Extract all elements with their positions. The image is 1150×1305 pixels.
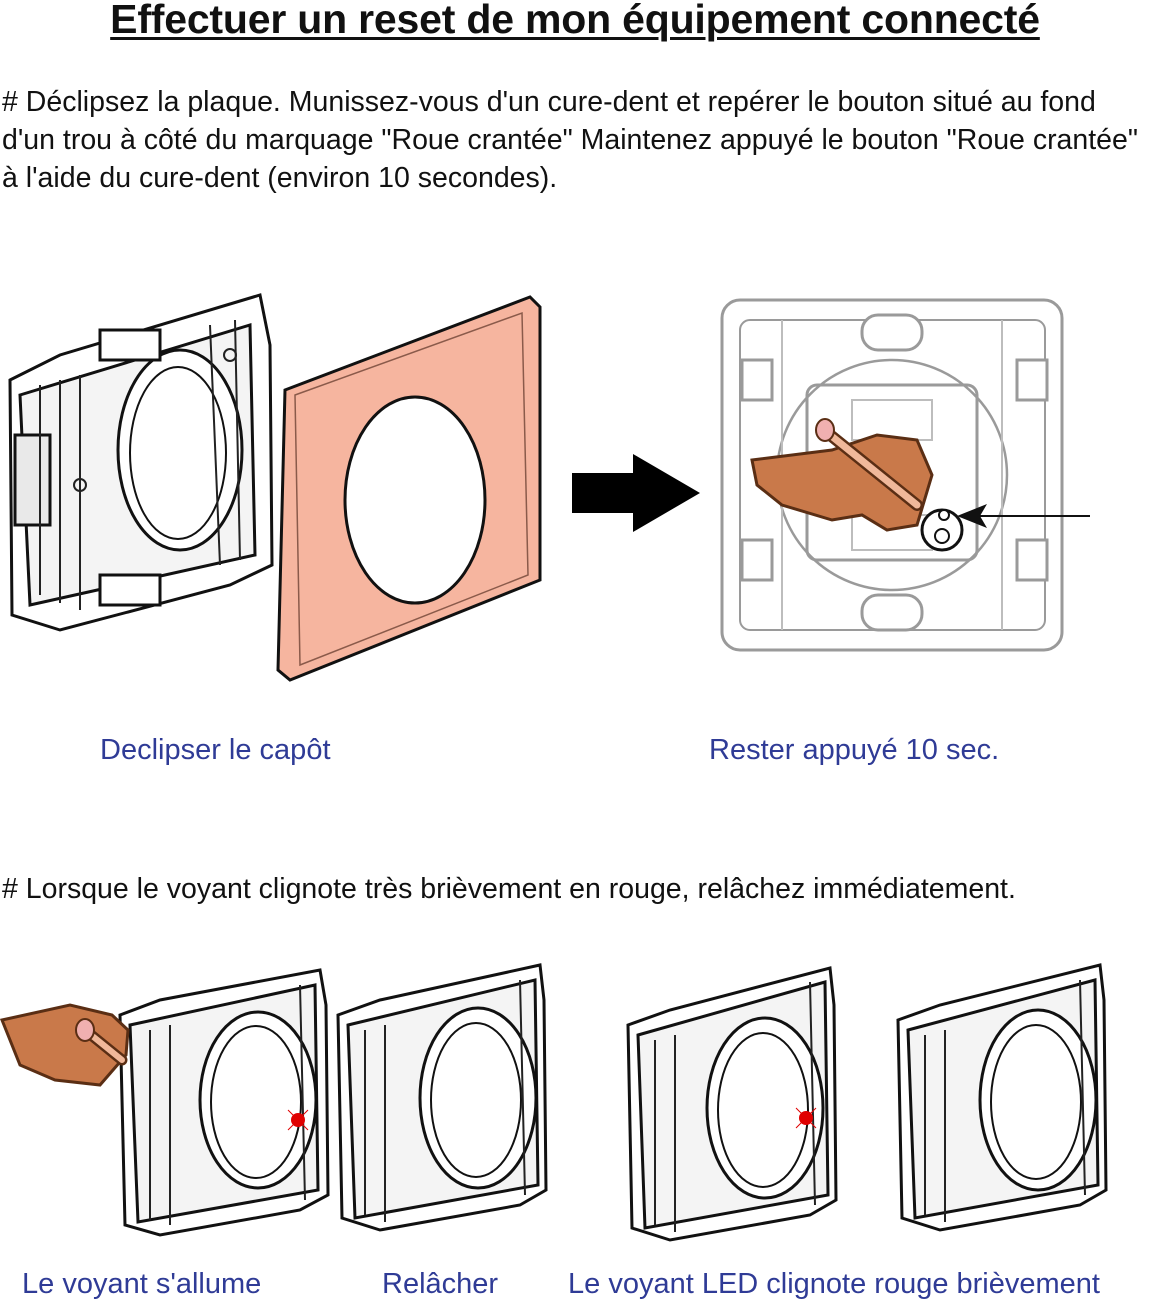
device-illustration-led-blink — [620, 960, 845, 1245]
step1-instruction: # Déclipsez la plaque. Munissez-vous d'u… — [2, 86, 1138, 194]
page-title: Effectuer un reset de mon équipement con… — [110, 0, 1040, 42]
device-illustration-exploded — [0, 285, 545, 690]
device-illustration-release — [330, 960, 550, 1240]
caption-declipser: Declipser le capôt — [100, 734, 331, 766]
device-illustration-final — [890, 960, 1115, 1240]
caption-rester-appuye: Rester appuyé 10 sec. — [709, 734, 1000, 766]
device-illustration-led-on — [0, 960, 330, 1240]
arrow-right-icon — [570, 452, 705, 534]
caption-led-clignote: Le voyant LED clignote rouge brièvement — [568, 1268, 1100, 1300]
caption-relacher: Relâcher — [382, 1268, 499, 1300]
step2-instruction: # Lorsque le voyant clignote très briève… — [2, 873, 1016, 905]
device-illustration-reset — [712, 290, 1097, 660]
caption-voyant-allume: Le voyant s'allume — [22, 1268, 262, 1300]
